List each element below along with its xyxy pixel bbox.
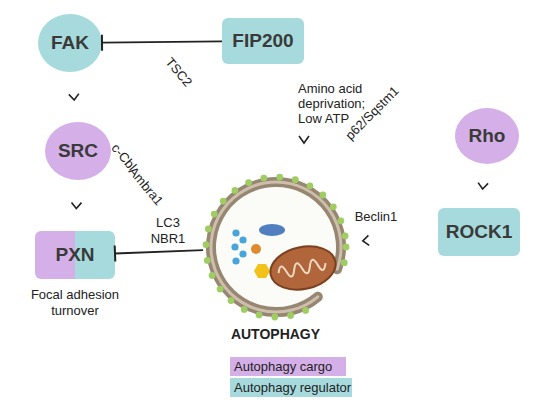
- legend-text: Autophagy cargo: [234, 359, 332, 374]
- membrane-dot: [271, 314, 278, 321]
- inhibition-bar: [101, 35, 103, 51]
- node-label: FIP200: [232, 30, 293, 52]
- node-label: Rho: [469, 125, 506, 147]
- node-label: SRC: [58, 140, 98, 162]
- membrane-dot: [220, 198, 227, 205]
- membrane-dot: [209, 272, 216, 279]
- autophagosome-node: AUTOPHAGY: [203, 175, 348, 320]
- connector-line: [348, 235, 438, 242]
- cargo-hexagon: [254, 264, 270, 278]
- regulator-box: FIP200: [222, 18, 304, 64]
- arrow-chevron: [363, 235, 369, 245]
- stimulus-chevron: [299, 136, 309, 143]
- connector-line: [102, 41, 222, 42]
- vesicle-lumen: [212, 183, 340, 311]
- activation-connector: [348, 235, 438, 245]
- connector-line: [72, 72, 76, 122]
- cargo-vesicle: [259, 224, 285, 236]
- node-label: FAK: [51, 32, 89, 54]
- node-label: ROCK1: [446, 221, 513, 243]
- activation-connector: [69, 72, 79, 122]
- membrane-dot: [341, 259, 348, 266]
- regulator-box: ROCK1: [438, 208, 520, 256]
- outer-membrane: [211, 182, 341, 312]
- mitochondrion: [266, 241, 339, 296]
- inhibition-bar: [114, 246, 117, 262]
- cargo-ellipse: Rho: [455, 108, 519, 164]
- membrane-dot: [307, 182, 314, 189]
- arrow-chevron: [478, 183, 488, 189]
- membrane-dots: [203, 174, 350, 321]
- node-caption: Focal adhesion turnover: [15, 287, 135, 319]
- membrane-dot: [241, 306, 248, 313]
- annotation-label: LC3: [156, 215, 180, 230]
- cargo-droplet: [251, 244, 261, 254]
- membrane-dot: [338, 217, 345, 224]
- membrane-dot: [276, 174, 283, 181]
- membrane-dot: [205, 226, 212, 233]
- membrane-dot: [302, 307, 309, 314]
- arrow-chevron: [72, 202, 82, 208]
- membrane-dot: [343, 244, 350, 251]
- connector-line: [76, 180, 78, 231]
- activation-connector: [72, 180, 82, 231]
- annotation-label: Beclin1: [355, 209, 398, 224]
- membrane-dot: [342, 233, 349, 240]
- annotation-label: Ambra1: [126, 164, 167, 209]
- arrow-chevron: [69, 94, 79, 100]
- membrane-dot: [204, 257, 211, 264]
- annotation-label: TSC2: [163, 54, 196, 89]
- membrane-dot: [292, 176, 299, 183]
- membrane-dot: [203, 241, 210, 248]
- activation-connector: [478, 164, 488, 208]
- cargo-blue-dots: [231, 229, 246, 264]
- membrane-dot: [217, 286, 224, 293]
- membrane-dot: [260, 175, 267, 182]
- dual-role-box: PXNFocal adhesion turnover: [35, 231, 115, 279]
- regulator-ellipse: FAK: [38, 14, 102, 72]
- inhibition-connector: [115, 246, 203, 262]
- membrane-dot: [319, 192, 326, 199]
- node-label: AUTOPHAGY: [183, 326, 368, 342]
- node-label: PXN: [55, 244, 94, 266]
- inner-membrane: [211, 182, 341, 312]
- inhibition-connector: [102, 35, 222, 51]
- membrane-dot: [256, 312, 263, 319]
- cargo-ellipse: SRC: [45, 122, 111, 180]
- membrane-dot: [245, 179, 252, 186]
- membrane-dot: [287, 312, 294, 319]
- connector-line: [115, 250, 203, 253]
- membrane-dot: [330, 203, 337, 210]
- connector-line: [481, 164, 485, 208]
- legend-swatch: Autophagy regulator: [230, 378, 352, 397]
- membrane-dot: [232, 187, 239, 194]
- membrane-dot: [211, 211, 218, 218]
- legend-swatch: Autophagy cargo: [230, 357, 346, 376]
- legend-text: Autophagy regulator: [234, 380, 351, 395]
- annotation-label: NBR1: [151, 231, 186, 246]
- membrane-dot: [228, 297, 235, 304]
